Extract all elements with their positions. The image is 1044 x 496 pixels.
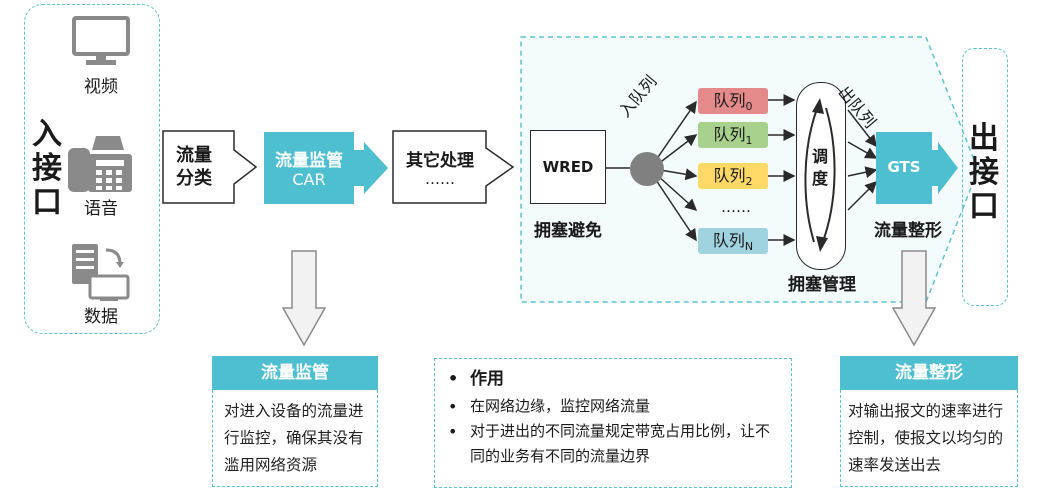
monitor-icon [72, 16, 130, 65]
queue-0-name: 队列 [713, 91, 746, 110]
queue-ellipsis: …… [721, 198, 751, 216]
gts-label: GTS [887, 158, 921, 176]
car-arrow-head [354, 142, 388, 194]
classify-label-text: 流量分类 [176, 145, 212, 189]
wred-box [530, 130, 606, 204]
policing-note-box [212, 390, 378, 487]
scheduler-cycle-icon [804, 98, 836, 252]
output-interface-panel [962, 48, 1008, 306]
queue-1-sub: 1 [745, 134, 753, 148]
car-subtitle: CAR [292, 170, 326, 189]
purpose-point-1-text: 在网络边缘，监控网络流量 [470, 397, 651, 415]
flow-connectors [606, 94, 878, 246]
output-interface-title-text: 出接口 [969, 121, 999, 224]
video-label: 视频 [84, 77, 118, 97]
queue-2: 队列2 [698, 163, 768, 189]
input-interface-title-text: 入接口 [32, 117, 62, 220]
purpose-point-2: 对于进出的不同流量规定带宽占用比例，让不同的业务有不同的流量边界 [442, 419, 782, 469]
gts-box [876, 132, 932, 204]
queue-2-sub: 2 [745, 175, 753, 189]
other-dots: …… [425, 170, 455, 188]
queue-0: 队列0 [698, 88, 768, 114]
purpose-note-content: 作用 在网络边缘，监控网络流量 对于进出的不同流量规定带宽占用比例，让不同的业务… [442, 366, 782, 469]
scheduler-label: 调度 [806, 146, 834, 190]
wred-caption: 拥塞避免 [534, 221, 602, 241]
phone-icon [68, 136, 132, 192]
other-arrow-box [392, 130, 515, 204]
classify-label: 流量分类 [172, 144, 216, 190]
output-interface-title: 出接口 [967, 122, 1001, 224]
scheduler-label-text: 调度 [811, 147, 828, 188]
classify-arrow-box [162, 130, 258, 204]
purpose-title: 作用 [442, 366, 782, 392]
input-interface-panel [24, 4, 160, 334]
queue-n: 队列N [698, 228, 768, 254]
other-label: 其它处理 [406, 151, 474, 171]
queue-0-sub: 0 [745, 100, 753, 114]
car-box [264, 132, 354, 204]
queue-2-name: 队列 [713, 166, 746, 185]
congestion-caption: 拥塞管理 [788, 275, 856, 295]
shaping-note-text: 对输出报文的速率进行控制，使报文以均匀的速率发送出去 [848, 402, 1004, 474]
policing-note-text: 对进入设备的流量进行监控，确保其没有滥用网络资源 [224, 402, 364, 474]
purpose-title-text: 作用 [470, 369, 504, 389]
purpose-note-box [434, 358, 792, 488]
shaping-note-box [840, 390, 1018, 487]
queue-1: 队列1 [698, 122, 768, 148]
car-title: 流量监管 [275, 151, 343, 171]
purpose-point-2-text: 对于进出的不同流量规定带宽占用比例，让不同的业务有不同的流量边界 [470, 422, 771, 465]
gts-caption: 流量整形 [874, 221, 942, 241]
voice-label: 语音 [84, 199, 118, 219]
data-server-icon [72, 244, 130, 301]
shaping-down-arrow [892, 250, 936, 346]
shaping-note-title: 流量整形 [840, 356, 1018, 390]
queue-n-name: 队列 [712, 231, 745, 250]
policing-down-arrow [282, 250, 326, 346]
gts-arrow-head [932, 142, 958, 194]
policing-note-title: 流量监管 [212, 356, 378, 390]
queue-n-sub: N [744, 240, 754, 254]
wred-label: WRED [542, 158, 594, 176]
dispatcher-node [630, 152, 664, 186]
input-interface-title: 入接口 [30, 118, 64, 220]
queue-1-name: 队列 [713, 125, 746, 144]
data-label: 数据 [84, 307, 118, 327]
purpose-point-1: 在网络边缘，监控网络流量 [442, 394, 782, 419]
